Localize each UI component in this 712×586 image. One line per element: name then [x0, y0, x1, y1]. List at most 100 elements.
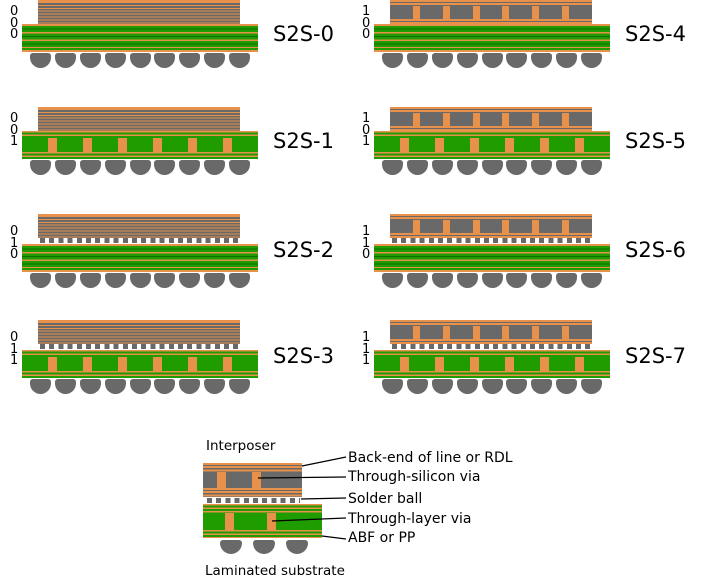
rdl-band — [390, 19, 592, 24]
through-layer-via — [400, 138, 409, 152]
bga-ball — [531, 160, 553, 175]
bga-ball — [382, 379, 403, 394]
tsv-interposer-stack — [390, 0, 592, 24]
bga-ball — [229, 273, 250, 288]
code-digit: 1 — [10, 341, 19, 357]
bga-ball — [431, 379, 453, 394]
bga-ball — [382, 273, 403, 288]
through-silicon-via — [562, 6, 570, 19]
bga-ball — [456, 379, 478, 394]
laminated-substrate — [22, 244, 258, 272]
through-silicon-via — [502, 220, 510, 233]
through-silicon-via — [412, 113, 420, 126]
bga-ball — [531, 379, 553, 394]
through-layer-via — [470, 138, 479, 152]
bga-ball — [129, 53, 151, 68]
bga-ball — [556, 273, 578, 288]
bga-ball — [30, 53, 51, 68]
through-layer-via — [435, 138, 444, 152]
bga-ball — [506, 53, 528, 68]
through-silicon-via — [502, 113, 510, 126]
bga-ball — [406, 160, 428, 175]
through-silicon-via — [412, 220, 420, 233]
bga-balls — [382, 379, 602, 394]
substrate-core — [374, 138, 610, 152]
code-digit: 0 — [10, 330, 19, 345]
through-layer-via — [153, 357, 162, 371]
through-silicon-via — [442, 220, 450, 233]
bga-ball — [129, 160, 151, 175]
bga-ball — [204, 273, 226, 288]
through-silicon-via — [472, 326, 480, 339]
through-layer-via — [118, 138, 127, 152]
through-layer-via — [223, 138, 232, 152]
bga-ball — [79, 379, 101, 394]
laminate-band — [22, 152, 258, 159]
bga-balls — [382, 273, 602, 288]
rdl-band — [390, 339, 592, 344]
through-layer-via — [188, 357, 197, 371]
through-layer-via — [540, 357, 549, 371]
bga-ball — [431, 53, 453, 68]
legend-substrate-title: Laminated substrate — [205, 563, 345, 579]
silicon-layer — [390, 220, 592, 233]
bga-ball — [179, 53, 201, 68]
rdl-stack — [38, 214, 240, 238]
code-digit: 1 — [362, 111, 371, 126]
code-digit: 0 — [10, 4, 19, 19]
rdl-band — [390, 126, 592, 131]
diagram-label: S2S-0 — [273, 22, 334, 46]
rdl-band — [390, 233, 592, 238]
laminate-band — [203, 504, 322, 513]
diagram-label: S2S-5 — [625, 129, 686, 153]
through-layer-via — [575, 138, 584, 152]
bga-ball — [286, 540, 308, 554]
bga-ball — [382, 53, 403, 68]
bga-balls — [382, 53, 602, 68]
bga-ball — [79, 273, 101, 288]
through-silicon-via — [442, 113, 450, 126]
through-silicon-via — [532, 6, 540, 19]
bga-ball — [129, 273, 151, 288]
through-silicon-via — [502, 6, 510, 19]
bga-ball — [154, 273, 176, 288]
through-silicon-via — [252, 472, 261, 488]
bga-ball — [129, 379, 151, 394]
substrate-core — [22, 357, 258, 371]
through-layer-via — [188, 138, 197, 152]
bga-ball — [220, 540, 242, 554]
through-silicon-via — [562, 326, 570, 339]
bga-ball — [253, 540, 275, 554]
bga-ball — [204, 379, 226, 394]
laminate-band — [22, 350, 258, 357]
bga-ball — [54, 53, 76, 68]
bga-ball — [154, 53, 176, 68]
rdl-band — [390, 107, 592, 113]
bga-ball — [456, 160, 478, 175]
code-digit: 1 — [362, 4, 371, 19]
bga-ball — [104, 53, 126, 68]
silicon-layer — [390, 6, 592, 19]
rdl-stack — [38, 0, 240, 24]
bga-balls — [382, 160, 602, 175]
bga-ball — [481, 273, 503, 288]
through-layer-via — [505, 357, 514, 371]
bga-ball — [456, 273, 478, 288]
silicon-layer — [203, 472, 302, 488]
code-digit: 0 — [10, 224, 19, 239]
through-layer-via — [575, 357, 584, 371]
through-silicon-via — [472, 113, 480, 126]
code-digit: 0 — [362, 27, 371, 42]
bga-ball — [79, 53, 101, 68]
through-silicon-via — [532, 326, 540, 339]
bga-ball — [54, 160, 76, 175]
laminate-band — [374, 152, 610, 159]
solder-ball-row — [392, 238, 590, 243]
